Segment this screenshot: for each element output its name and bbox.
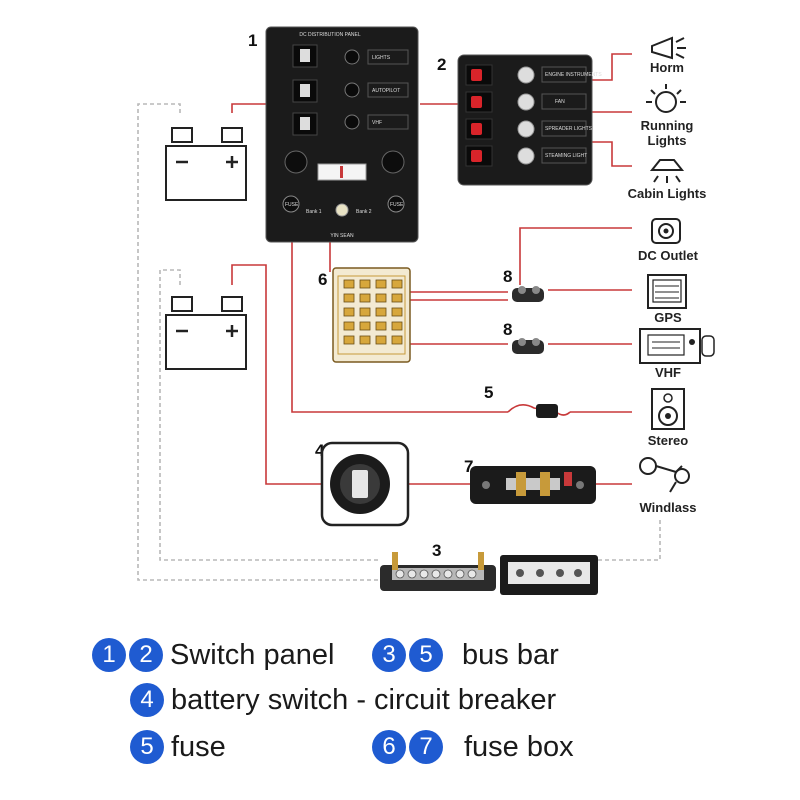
panel-title: DC DISTRIBUTION PANEL <box>299 32 361 38</box>
legend-bus-bar: 3 5 bus bar <box>372 638 559 672</box>
callout-8-upper: 8 <box>503 267 512 286</box>
anl-fuse-block <box>470 466 596 504</box>
switch-2[interactable]: AUTOPILOT <box>292 79 409 103</box>
vhf-label: VHF <box>655 365 681 380</box>
bus-bar <box>380 552 496 591</box>
light-bulb-icon <box>646 84 686 113</box>
dc-outlet-label: DC Outlet <box>638 248 699 263</box>
legend-switch-panel-text: Switch panel <box>170 638 335 671</box>
legend-fuse: 5 fuse <box>130 730 226 764</box>
outlet-icon <box>651 218 681 244</box>
rocker-label-engine: ENGINE INSTRUMENTS <box>545 72 602 78</box>
rocker-label-steaming: STEAMING LIGHT <box>545 153 587 159</box>
switch-label-vhf: VHF <box>372 120 382 126</box>
rocker-1[interactable]: ENGINE INSTRUMENTS <box>465 64 602 86</box>
inline-fuse <box>507 404 571 418</box>
cabin-lights-label: Cabin Lights <box>628 186 707 201</box>
rocker-label-spreader: SPREADER LIGHTS <box>545 126 593 132</box>
bank-2-label: Bank 2 <box>356 209 372 215</box>
fuse-block <box>332 267 411 363</box>
cabin-lights-device: Cabin Lights <box>628 159 707 201</box>
windlass-device: Windlass <box>639 457 697 515</box>
stereo-label: Stereo <box>648 433 689 448</box>
panel-brand: YIN SEAN <box>330 233 354 239</box>
gps-device: GPS <box>647 274 687 325</box>
speaker-icon <box>651 388 685 430</box>
fuse-holder-left <box>282 195 300 213</box>
horn-device: Horm <box>650 36 686 75</box>
voltmeter-needle <box>340 166 343 178</box>
legend-fuse-text: fuse <box>171 730 226 763</box>
rocker-2[interactable]: FAN <box>465 91 587 113</box>
switch-label-autopilot: AUTOPILOT <box>372 88 400 94</box>
legend-badge-3: 3 <box>372 638 406 672</box>
legend-battery-switch-text: battery switch - circuit breaker <box>171 683 557 716</box>
rocker-4[interactable]: STEAMING LIGHT <box>465 145 587 167</box>
windlass-label: Windlass <box>640 500 697 515</box>
horn-icon <box>651 36 686 60</box>
switch-3[interactable]: VHF <box>292 112 409 136</box>
legend-badge-1: 1 <box>92 638 126 672</box>
legend-badge-2: 2 <box>129 638 163 672</box>
terminal-block <box>500 555 598 595</box>
rocker-3[interactable]: SPREADER LIGHTS <box>465 118 593 140</box>
wiring-diagram: 1 DC DISTRIBUTION PANEL LIGHTS AUTOPILOT… <box>137 26 715 595</box>
battery-switch <box>320 441 410 527</box>
legend-badge-5a: 5 <box>409 638 443 672</box>
callout-6: 6 <box>318 270 327 289</box>
legend-row-2: 4 battery switch - circuit breaker <box>0 677 800 723</box>
running-lights-device: Running Lights <box>641 84 694 148</box>
running-lights-label-2: Lights <box>648 133 687 148</box>
callout-3: 3 <box>432 541 441 560</box>
windlass-icon <box>639 457 690 493</box>
vhf-device: VHF <box>639 328 715 380</box>
rocker-switch-panel: ENGINE INSTRUMENTS FAN SPREADER LIGHTS S… <box>457 54 602 186</box>
fuse-holder-right <box>387 195 405 213</box>
callout-4: 4 <box>315 441 325 460</box>
socket-right <box>381 150 405 174</box>
legend-fuse-box-text: fuse box <box>464 730 574 763</box>
dc-distribution-panel: DC DISTRIBUTION PANEL LIGHTS AUTOPILOT V… <box>265 26 419 243</box>
legend-battery-switch: 4 battery switch - circuit breaker <box>130 683 556 717</box>
fuse-label-right: FUSE <box>390 202 404 208</box>
stereo-device: Stereo <box>648 388 689 448</box>
legend-switch-panel: 1 2 Switch panel <box>92 638 334 672</box>
dc-outlet-device: DC Outlet <box>638 218 699 263</box>
legend-bus-bar-text: bus bar <box>462 638 559 671</box>
legend-badge-4: 4 <box>130 683 164 717</box>
legend-fuse-box: 6 7 fuse box <box>372 730 574 764</box>
running-lights-label-1: Running <box>641 118 694 133</box>
callout-2: 2 <box>437 55 446 74</box>
vhf-radio-icon <box>639 328 715 364</box>
callout-5: 5 <box>484 383 493 402</box>
socket-left <box>284 150 308 174</box>
callout-7: 7 <box>464 457 473 476</box>
legend-row-1: 1 2 Switch panel 3 5 bus bar <box>0 632 800 678</box>
legend-badge-6: 6 <box>372 730 406 764</box>
fuse-label-left: FUSE <box>285 202 299 208</box>
mini-bus-upper <box>512 286 544 302</box>
callout-1: 1 <box>248 31 257 50</box>
battery-1 <box>165 127 247 201</box>
rocker-label-fan: FAN <box>555 99 565 105</box>
gps-label: GPS <box>654 310 682 325</box>
horn-label: Horm <box>650 60 684 75</box>
bank-1-label: Bank 1 <box>306 209 322 215</box>
legend-row-3: 5 fuse 6 7 fuse box <box>0 724 800 770</box>
ceiling-lamp-icon <box>649 159 685 183</box>
positive-wires <box>231 53 632 485</box>
battery-2 <box>165 296 247 370</box>
bank-selector-button[interactable] <box>335 203 349 217</box>
callout-8-lower: 8 <box>503 320 512 339</box>
battery-switch-knob[interactable] <box>352 470 368 498</box>
ground-wires <box>137 103 661 581</box>
gps-icon <box>647 274 687 309</box>
switch-1[interactable]: LIGHTS <box>292 44 409 68</box>
legend-badge-7: 7 <box>409 730 443 764</box>
mini-bus-lower <box>512 338 544 354</box>
switch-label-lights: LIGHTS <box>372 55 391 61</box>
legend-badge-5b: 5 <box>130 730 164 764</box>
